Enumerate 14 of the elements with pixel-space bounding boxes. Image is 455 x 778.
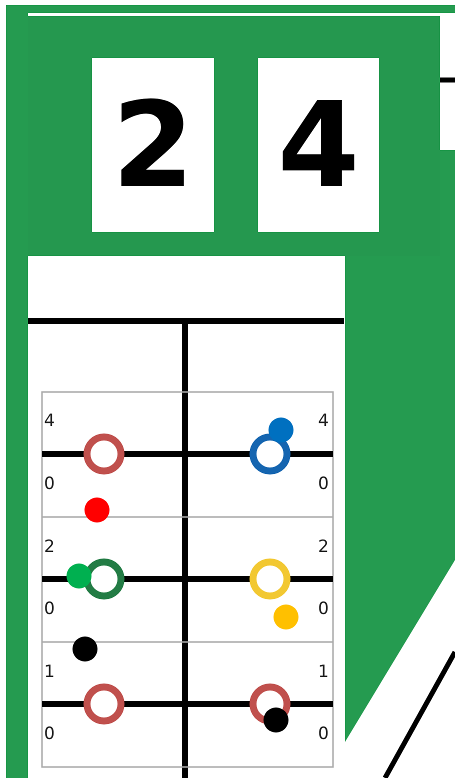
scale-number: 2 <box>44 539 55 556</box>
scale-number: 1 <box>44 664 55 681</box>
scale-number: 0 <box>318 726 329 743</box>
scale-number: 1 <box>318 664 329 681</box>
scale-number: 0 <box>44 476 55 493</box>
scale-number: 0 <box>44 726 55 743</box>
scale-number: 4 <box>44 413 55 430</box>
digit-card: 2 <box>92 58 214 232</box>
scale-number: 2 <box>318 539 329 556</box>
digit-card: 4 <box>258 58 379 232</box>
scale-number: 0 <box>318 476 329 493</box>
scale-number: 0 <box>318 601 329 618</box>
scale-number: 4 <box>318 413 329 430</box>
scale-number: 0 <box>44 601 55 618</box>
